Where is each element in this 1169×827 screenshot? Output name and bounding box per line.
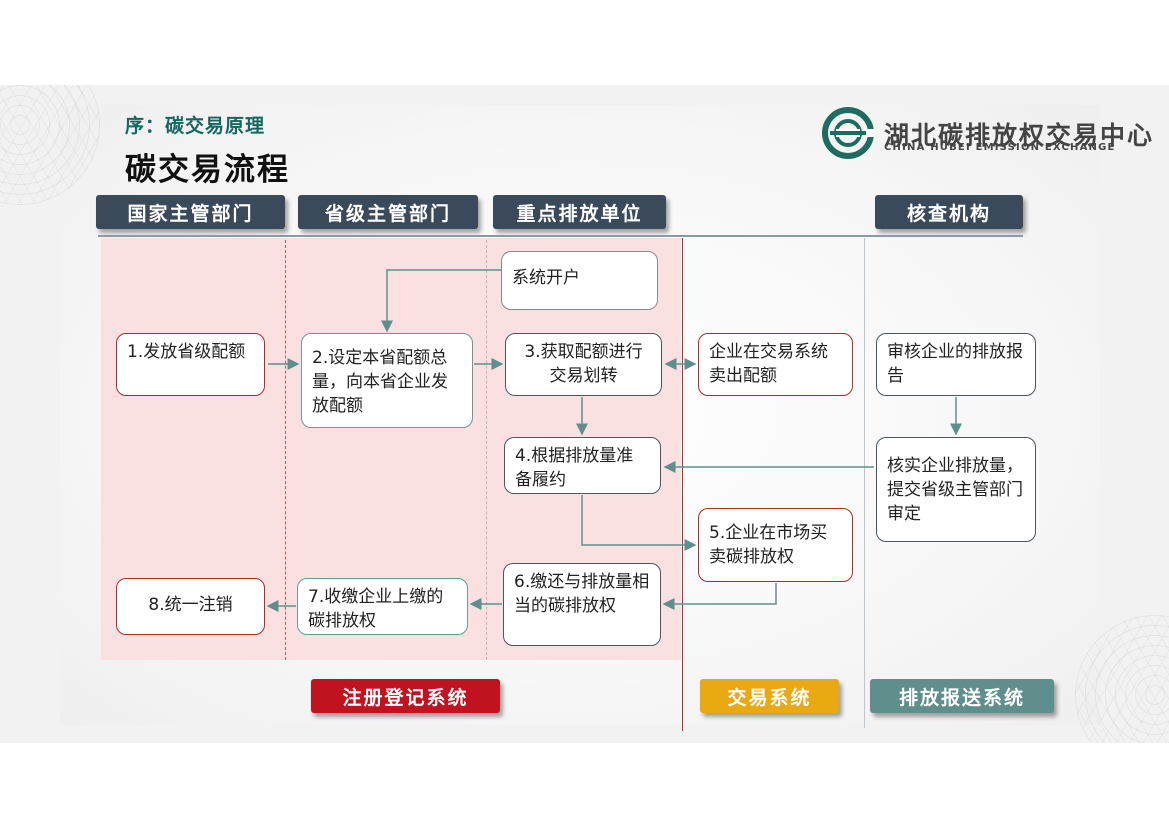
trading-system-label: 交易系统	[700, 679, 839, 713]
reporting-system-label: 排放报送系统	[870, 679, 1054, 713]
registry-system-label: 注册登记系统	[311, 679, 500, 713]
